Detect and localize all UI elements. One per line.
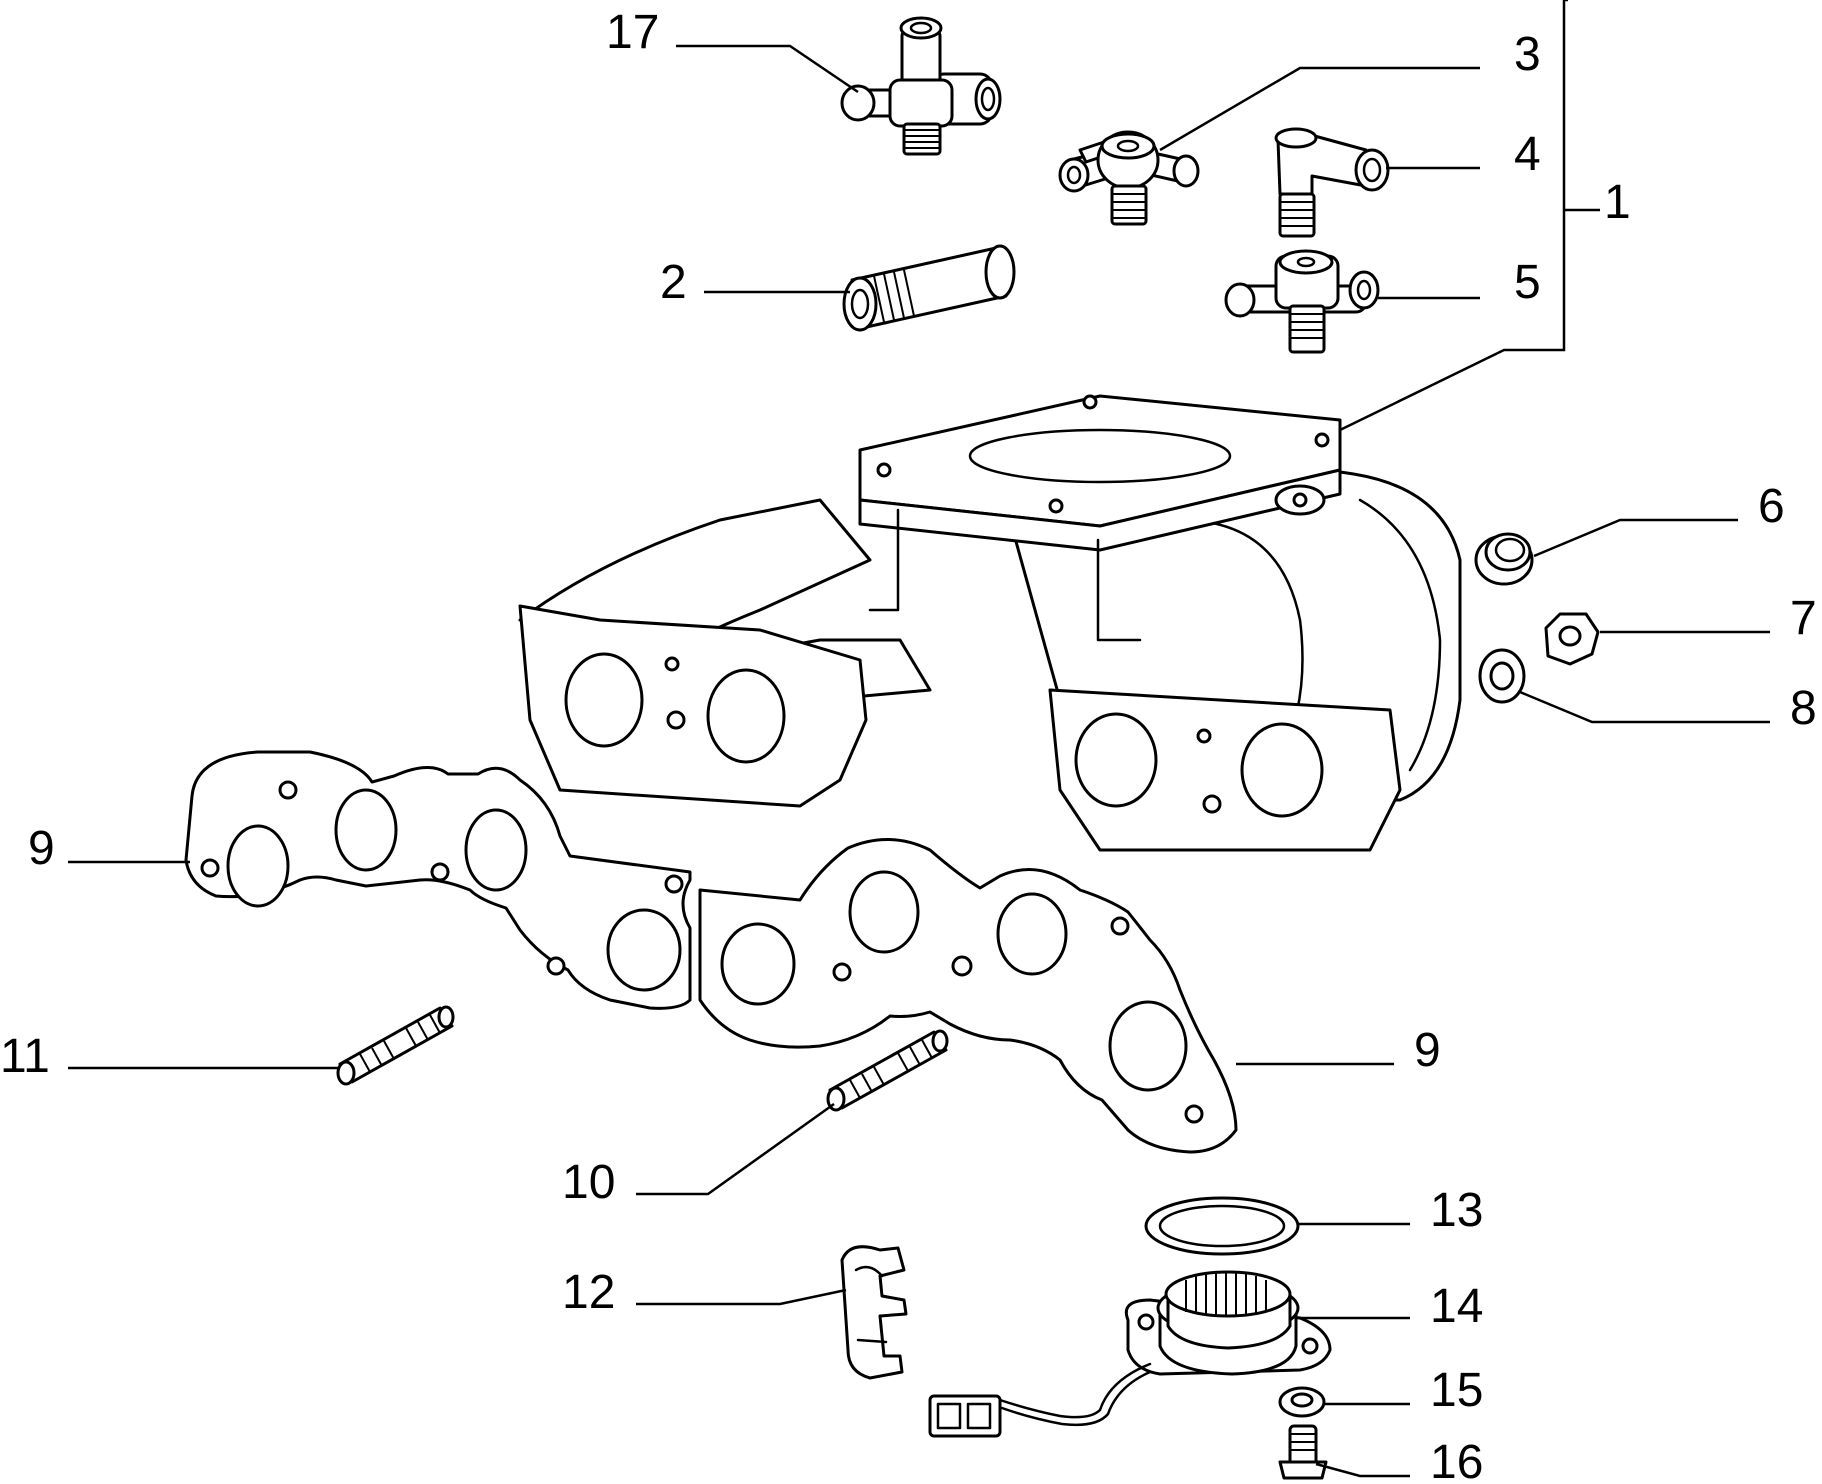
- callout-15: 15: [1430, 1364, 1483, 1417]
- callout-8: 8: [1790, 682, 1817, 735]
- callout-labels: 17 3 4 1 2 5 6 7 8 9 9 11 10 13 12 14 15…: [0, 6, 1817, 1484]
- callout-1: 1: [1604, 176, 1631, 229]
- part-9-gasket-right: [698, 838, 1238, 1154]
- part-11-stud: [336, 1005, 455, 1086]
- callout-2: 2: [660, 256, 687, 309]
- part-14-sensor: [928, 1270, 1332, 1438]
- callout-12: 12: [562, 1266, 615, 1319]
- callout-10: 10: [562, 1156, 615, 1209]
- callout-9-right: 9: [1414, 1024, 1441, 1077]
- leader-3: [1159, 66, 1480, 152]
- callout-13: 13: [1430, 1184, 1483, 1237]
- leader-16: [1315, 1462, 1410, 1478]
- callout-14: 14: [1430, 1280, 1483, 1333]
- callout-11: 11: [0, 1030, 50, 1083]
- callout-6: 6: [1758, 480, 1785, 533]
- callout-9-left: 9: [28, 822, 55, 875]
- callout-7: 7: [1790, 592, 1817, 645]
- part-7-nut: [1544, 612, 1600, 666]
- leader-8: [1519, 690, 1770, 724]
- part-16-bolt: [1278, 1424, 1328, 1480]
- part-17-tee-union: [840, 16, 1002, 156]
- part-1-manifold: [518, 394, 1462, 852]
- part-8-washer: [1478, 648, 1526, 704]
- part-3-banjo-union: [1058, 130, 1200, 226]
- callout-16: 16: [1430, 1436, 1483, 1484]
- part-13-o-ring: [1144, 1196, 1300, 1256]
- part-9-gasket-left: [184, 750, 692, 1010]
- callout-17: 17: [606, 6, 659, 59]
- leader-1-bracket: [1339, 0, 1568, 432]
- leader-17: [676, 44, 859, 94]
- callout-5: 5: [1514, 256, 1541, 309]
- part-4-elbow-union: [1274, 127, 1390, 238]
- leader-10: [636, 1102, 835, 1196]
- part-12-clip: [840, 1245, 908, 1380]
- callout-4: 4: [1514, 128, 1541, 181]
- part-10-stud: [826, 1029, 949, 1112]
- part-5-tee-union: [1224, 249, 1380, 354]
- callout-3: 3: [1514, 28, 1541, 81]
- leader-6: [1533, 518, 1738, 558]
- part-15-washer: [1278, 1386, 1326, 1418]
- leader-lines: [68, 0, 1770, 1478]
- leader-12: [636, 1288, 847, 1306]
- part-2-sleeve: [842, 244, 1016, 332]
- part-6-plug: [1474, 532, 1534, 586]
